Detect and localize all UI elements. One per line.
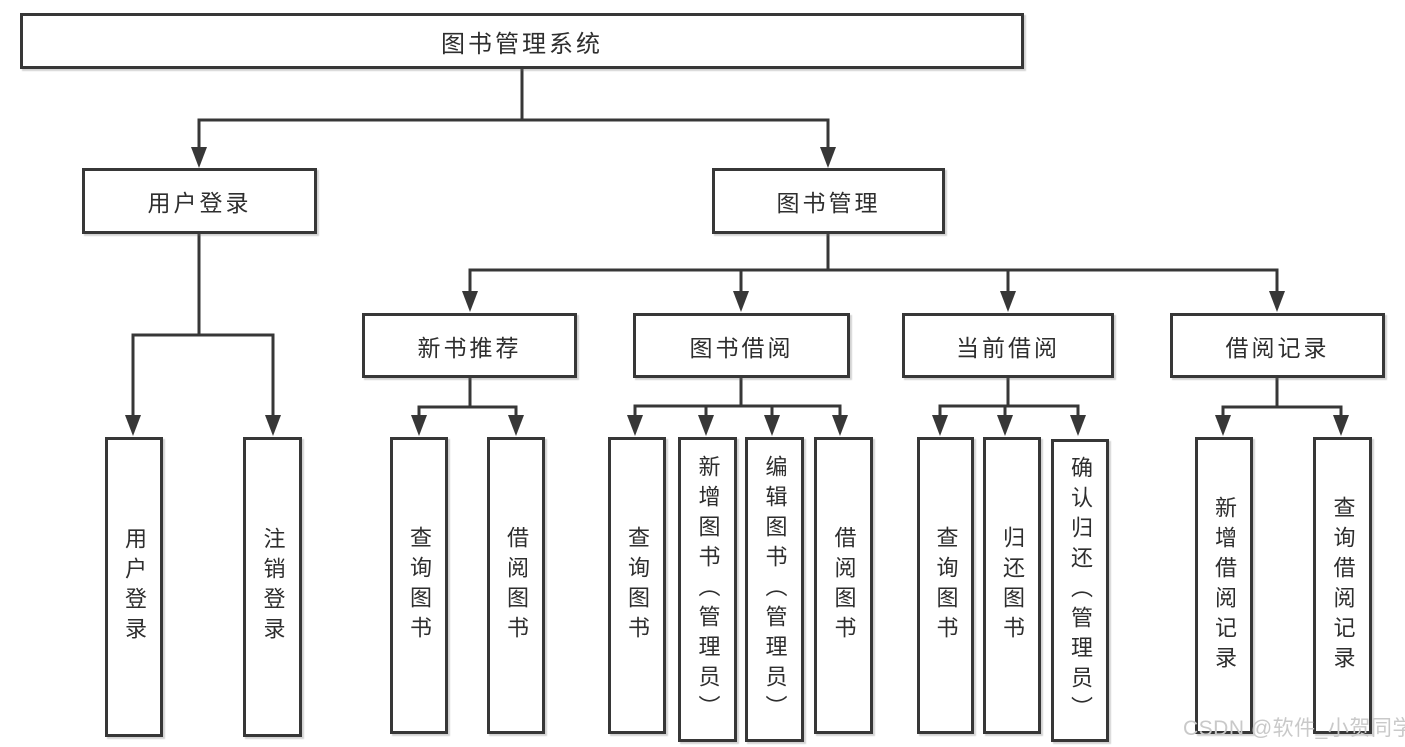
leaf-borrow-book-2: 借阅图书 — [814, 437, 873, 734]
leaf-label: 确认归还（管理员） — [1068, 455, 1093, 726]
leaf-user-login: 用户登录 — [105, 437, 163, 737]
node-book-mgmt-branch: 图书管理 — [712, 168, 945, 234]
arrow-down-icon — [627, 415, 643, 436]
leaf-label: 查询图书 — [625, 525, 650, 646]
arrow-down-icon — [462, 291, 478, 312]
leaf-label: 查询图书 — [407, 525, 432, 646]
leaf-label: 借阅图书 — [831, 525, 857, 646]
leaf-label: 新增图书（管理员） — [695, 454, 721, 725]
leaf-add-book-admin: 新增图书（管理员） — [678, 437, 737, 742]
leaf-logout: 注销登录 — [243, 437, 302, 737]
node-root: 图书管理系统 — [20, 13, 1024, 69]
arrow-down-icon — [1215, 415, 1231, 436]
leaf-label: 归还图书 — [1000, 525, 1025, 646]
connector-book-borrow — [633, 375, 842, 420]
leaf-add-borrow-record: 新增借阅记录 — [1195, 437, 1253, 734]
arrow-down-icon — [1000, 291, 1016, 312]
leaf-label: 用户登录 — [122, 527, 147, 647]
arrowheads — [125, 147, 1349, 436]
node-new-book-recommend: 新书推荐 — [362, 313, 577, 378]
leaf-label: 查询图书 — [933, 525, 959, 646]
arrow-down-icon — [764, 415, 780, 436]
arrow-down-icon — [698, 415, 714, 436]
arrow-down-icon — [832, 415, 848, 436]
arrow-down-icon — [997, 415, 1013, 436]
connector-borrow-record — [1221, 375, 1343, 420]
leaf-label: 新增借阅记录 — [1212, 495, 1237, 676]
connector-new-book — [417, 375, 518, 420]
leaf-edit-book-admin: 编辑图书（管理员） — [745, 437, 804, 742]
arrow-down-icon — [733, 291, 749, 312]
leaf-label: 借阅图书 — [504, 525, 529, 646]
arrow-down-icon — [125, 415, 141, 436]
connector-root — [197, 66, 830, 152]
node-book-borrow: 图书借阅 — [633, 313, 850, 378]
arrow-down-icon — [932, 415, 948, 436]
arrow-down-icon — [1333, 415, 1349, 436]
connector-user-login — [131, 231, 275, 420]
arrow-down-icon — [191, 147, 207, 168]
arrow-down-icon — [411, 415, 427, 436]
leaf-query-borrow-record: 查询借阅记录 — [1313, 437, 1372, 734]
leaf-label: 查询借阅记录 — [1330, 495, 1356, 676]
leaf-confirm-return-admin: 确认归还（管理员） — [1051, 439, 1109, 742]
connector-current-borrow — [938, 375, 1080, 420]
leaf-label: 编辑图书（管理员） — [762, 454, 788, 725]
leaf-return-book: 归还图书 — [983, 437, 1041, 734]
arrow-down-icon — [820, 147, 836, 168]
connector-book-mgmt — [468, 231, 1279, 296]
arrow-down-icon — [508, 415, 524, 436]
leaf-query-book-1: 查询图书 — [390, 437, 448, 734]
node-current-borrow: 当前借阅 — [902, 313, 1114, 378]
node-borrow-record: 借阅记录 — [1170, 313, 1385, 378]
leaf-query-book-3: 查询图书 — [917, 437, 974, 734]
leaf-query-book-2: 查询图书 — [608, 437, 666, 734]
arrow-down-icon — [1269, 291, 1285, 312]
node-user-login-branch: 用户登录 — [82, 168, 317, 234]
csdn-watermark: CSDN @软件_小贺同学 — [1183, 717, 1405, 740]
arrow-down-icon — [1070, 415, 1086, 436]
leaf-label: 注销登录 — [260, 527, 286, 647]
arrow-down-icon — [265, 415, 281, 436]
leaf-borrow-book-1: 借阅图书 — [487, 437, 545, 734]
